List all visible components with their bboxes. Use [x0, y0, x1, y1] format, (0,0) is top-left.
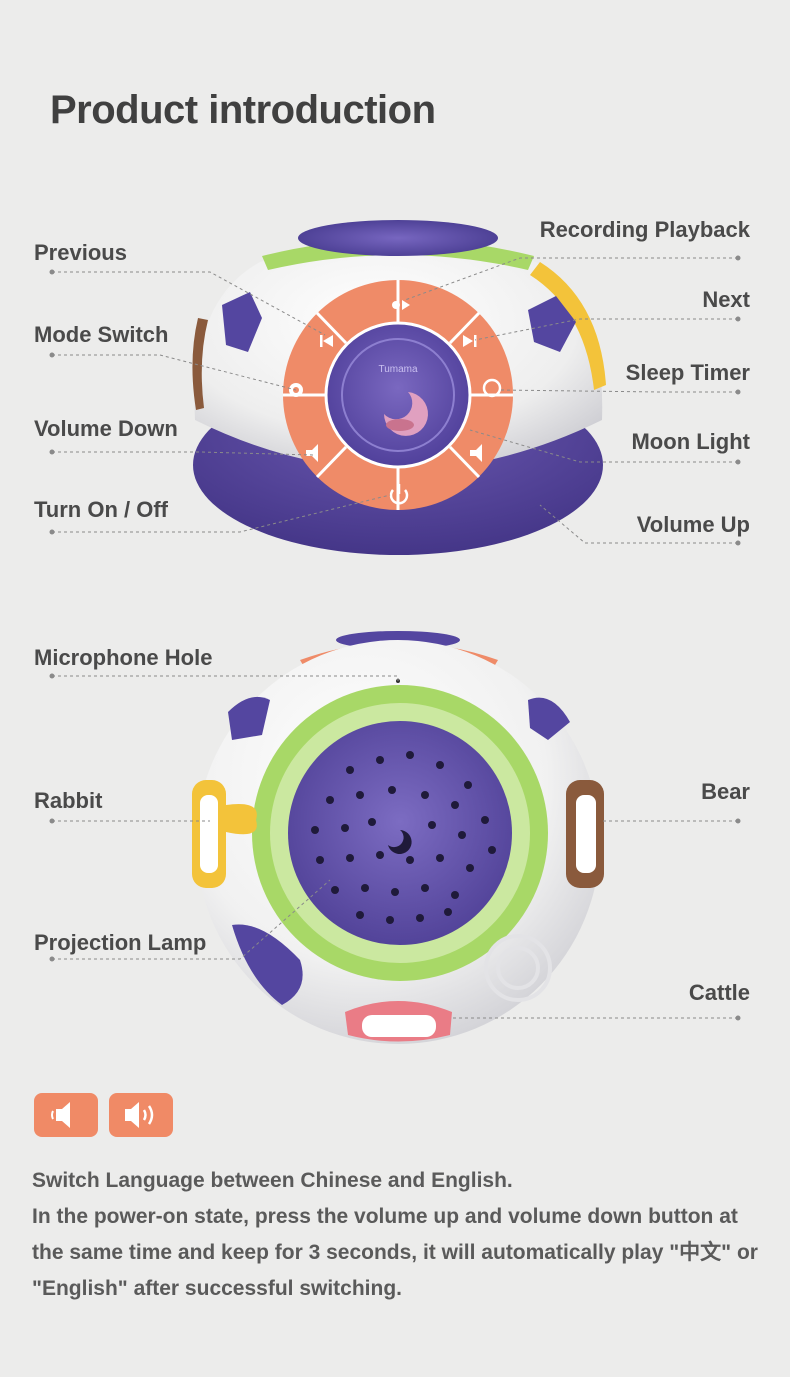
top-toy: Tumama: [192, 220, 606, 555]
projection-stars: [311, 751, 496, 924]
label-turn-on-off: Turn On / Off: [34, 497, 169, 522]
toy-brand: Tumama: [378, 364, 418, 375]
instructions-heading: Switch Language between Chinese and Engl…: [32, 1169, 513, 1192]
label-previous: Previous: [34, 240, 127, 265]
page-title: Product introduction: [50, 88, 436, 132]
instructions: Switch Language between Chinese and Engl…: [32, 1163, 772, 1307]
volume-up-badge: [109, 1093, 173, 1137]
instructions-body: In the power-on state, press the volume …: [32, 1205, 758, 1300]
speaker-high-icon: [125, 1102, 154, 1128]
label-recording-playback: Recording Playback: [539, 217, 750, 242]
label-bear: Bear: [701, 779, 750, 804]
bottom-toy: [192, 631, 604, 1044]
label-cattle: Cattle: [688, 980, 750, 1005]
label-projection-lamp: Projection Lamp: [34, 930, 207, 955]
label-volume-down: Volume Down: [34, 416, 178, 441]
label-next: Next: [702, 287, 750, 312]
volume-down-badge: [34, 1093, 98, 1137]
label-microphone-hole: Microphone Hole: [34, 645, 213, 670]
label-mode-switch: Mode Switch: [34, 322, 169, 347]
speaker-low-icon: [51, 1102, 70, 1128]
label-sleep-timer: Sleep Timer: [625, 360, 750, 385]
label-moon-light: Moon Light: [631, 429, 750, 454]
label-volume-up: Volume Up: [636, 512, 750, 537]
label-rabbit: Rabbit: [34, 788, 103, 813]
